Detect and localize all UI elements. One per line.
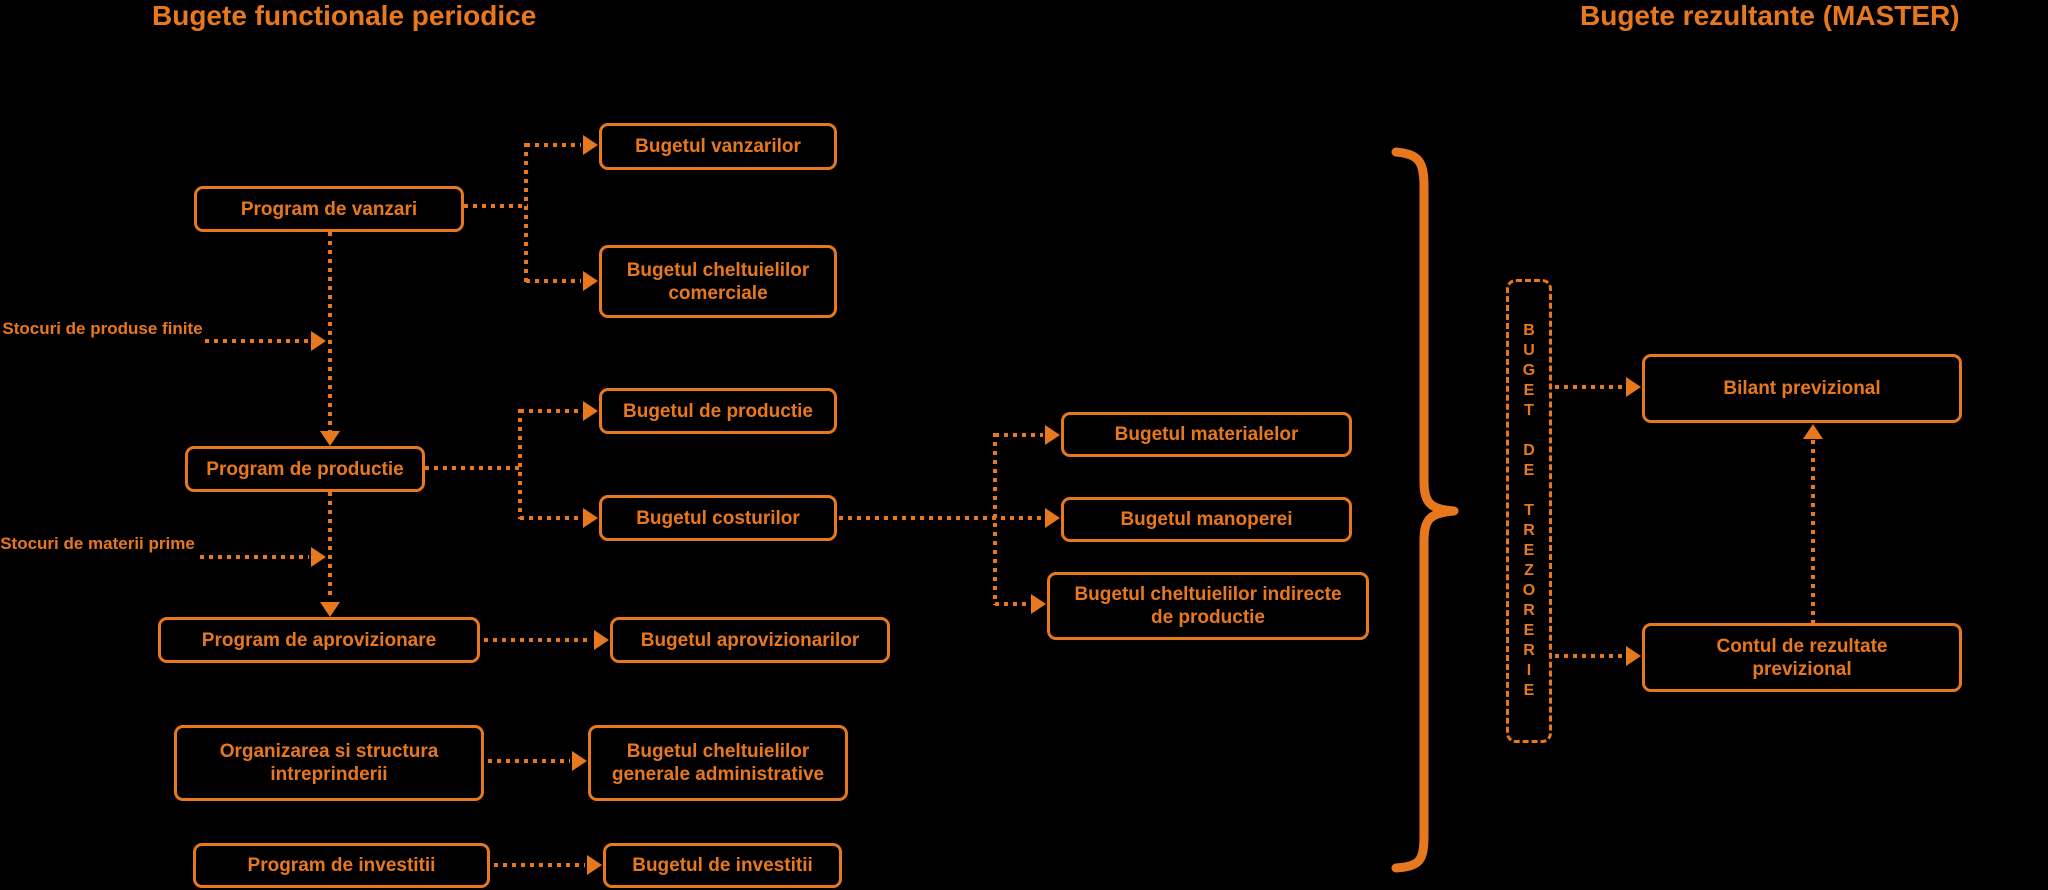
bugetul-aprovizionarilor-label: Bugetul aprovizionarilor [640, 629, 860, 651]
dotted-connector [520, 409, 581, 413]
bugetul-cheltuielilor-indirecte-label: Bugetul cheltuielilor indirecte de produ… [1074, 584, 1342, 628]
dotted-connector [1555, 654, 1624, 658]
dotted-connector [200, 555, 309, 559]
arrow-right-icon [1626, 377, 1641, 397]
treasury-box: B U G E T D E T R E Z O R E R I E [1506, 279, 1552, 743]
dotted-connector [464, 204, 528, 208]
dotted-connector [993, 433, 997, 605]
program-de-aprovizionare-box: Program de aprovizionare [158, 617, 480, 663]
dotted-connector [484, 638, 592, 642]
arrow-right-icon [572, 751, 587, 771]
arrow-up-icon [1803, 424, 1823, 439]
arrow-down-icon [320, 602, 340, 617]
bugetul-de-investitii-box: Bugetul de investitii [603, 843, 842, 888]
bugetul-de-productie-box: Bugetul de productie [599, 388, 837, 434]
bugetul-vanzarilor-box: Bugetul vanzarilor [599, 123, 837, 170]
dotted-connector [995, 602, 1029, 606]
curly-brace [1391, 147, 1459, 873]
bugetul-cheltuielilor-comerciale-label: Bugetul cheltuielilor comerciale [626, 259, 810, 304]
bugetul-materialelor-box: Bugetul materialelor [1061, 412, 1352, 457]
arrow-right-icon [1626, 646, 1641, 666]
master-budgets-title: Bugete rezultante (MASTER) [1580, 0, 1960, 31]
program-de-vanzari-box: Program de vanzari [194, 186, 464, 232]
arrow-right-icon [1031, 594, 1046, 614]
program-de-productie-label: Program de productie [206, 458, 404, 480]
arrow-right-icon [583, 271, 598, 291]
arrow-right-icon [311, 547, 326, 567]
dotted-connector [524, 143, 528, 283]
bugetul-costurilor-label: Bugetul costurilor [636, 507, 800, 529]
dotted-connector [526, 279, 581, 283]
dotted-connector [520, 516, 581, 520]
dotted-connector [839, 516, 1043, 520]
bugetul-manoperei-box: Bugetul manoperei [1061, 497, 1352, 542]
bugetul-cheltuielilor-generale-box: Bugetul cheltuielilor generale administr… [588, 725, 848, 801]
bugetul-de-investitii-label: Bugetul de investitii [632, 855, 813, 876]
dotted-connector [328, 492, 332, 600]
program-de-aprovizionare-label: Program de aprovizionare [201, 629, 437, 651]
arrow-right-icon [311, 331, 326, 351]
bugetul-de-productie-label: Bugetul de productie [623, 400, 813, 422]
bugetul-manoperei-label: Bugetul manoperei [1120, 509, 1293, 530]
dotted-connector [518, 409, 522, 519]
dotted-connector [205, 339, 309, 343]
dotted-connector [526, 143, 581, 147]
program-de-vanzari-label: Program de vanzari [240, 198, 418, 220]
dotted-connector [488, 759, 570, 763]
bugetul-materialelor-label: Bugetul materialelor [1114, 424, 1299, 445]
bugetul-cheltuielilor-indirecte-box: Bugetul cheltuielilor indirecte de produ… [1047, 572, 1369, 640]
organizarea-structura-box: Organizarea si structura intreprinderii [174, 725, 484, 801]
arrow-right-icon [1045, 425, 1060, 445]
dotted-connector [425, 466, 520, 470]
bugetul-costurilor-box: Bugetul costurilor [599, 495, 837, 541]
bugetul-cheltuielilor-comerciale-box: Bugetul cheltuielilor comerciale [599, 245, 837, 318]
organizarea-structura-label: Organizarea si structura intreprinderii [219, 741, 439, 785]
dotted-connector [995, 433, 1043, 437]
program-de-productie-box: Program de productie [185, 446, 425, 492]
stock-produse-finite-label: Stocuri de produse finite [2, 319, 203, 338]
functional-budgets-title: Bugete functionale periodice [152, 0, 537, 31]
bugetul-aprovizionarilor-box: Bugetul aprovizionarilor [610, 617, 890, 663]
bilant-previzional-label: Bilant previzional [1723, 378, 1881, 399]
arrow-right-icon [594, 630, 609, 650]
bilant-previzional-box: Bilant previzional [1642, 354, 1962, 423]
contul-rezultate-label: Contul de rezultate previzional [1716, 635, 1888, 680]
arrow-right-icon [583, 401, 598, 421]
arrow-right-icon [1045, 508, 1060, 528]
dotted-connector [1811, 440, 1815, 623]
arrow-right-icon [587, 855, 602, 875]
arrow-down-icon [320, 431, 340, 446]
program-de-investitii-box: Program de investitii [193, 843, 490, 888]
stock-materii-prime-label: Stocuri de materii prime [0, 534, 195, 553]
arrow-right-icon [583, 135, 598, 155]
program-de-investitii-label: Program de investitii [247, 855, 436, 876]
contul-rezultate-box: Contul de rezultate previzional [1642, 623, 1962, 692]
dotted-connector [494, 863, 585, 867]
treasury-box-label: B U G E T D E T R E Z O R E R I E [1522, 322, 1536, 699]
dotted-connector [328, 232, 332, 431]
bugetul-cheltuielilor-generale-label: Bugetul cheltuielilor generale administr… [611, 741, 825, 785]
arrow-right-icon [583, 508, 598, 528]
dotted-connector [1555, 385, 1624, 389]
bugetul-vanzarilor-label: Bugetul vanzarilor [635, 136, 801, 157]
